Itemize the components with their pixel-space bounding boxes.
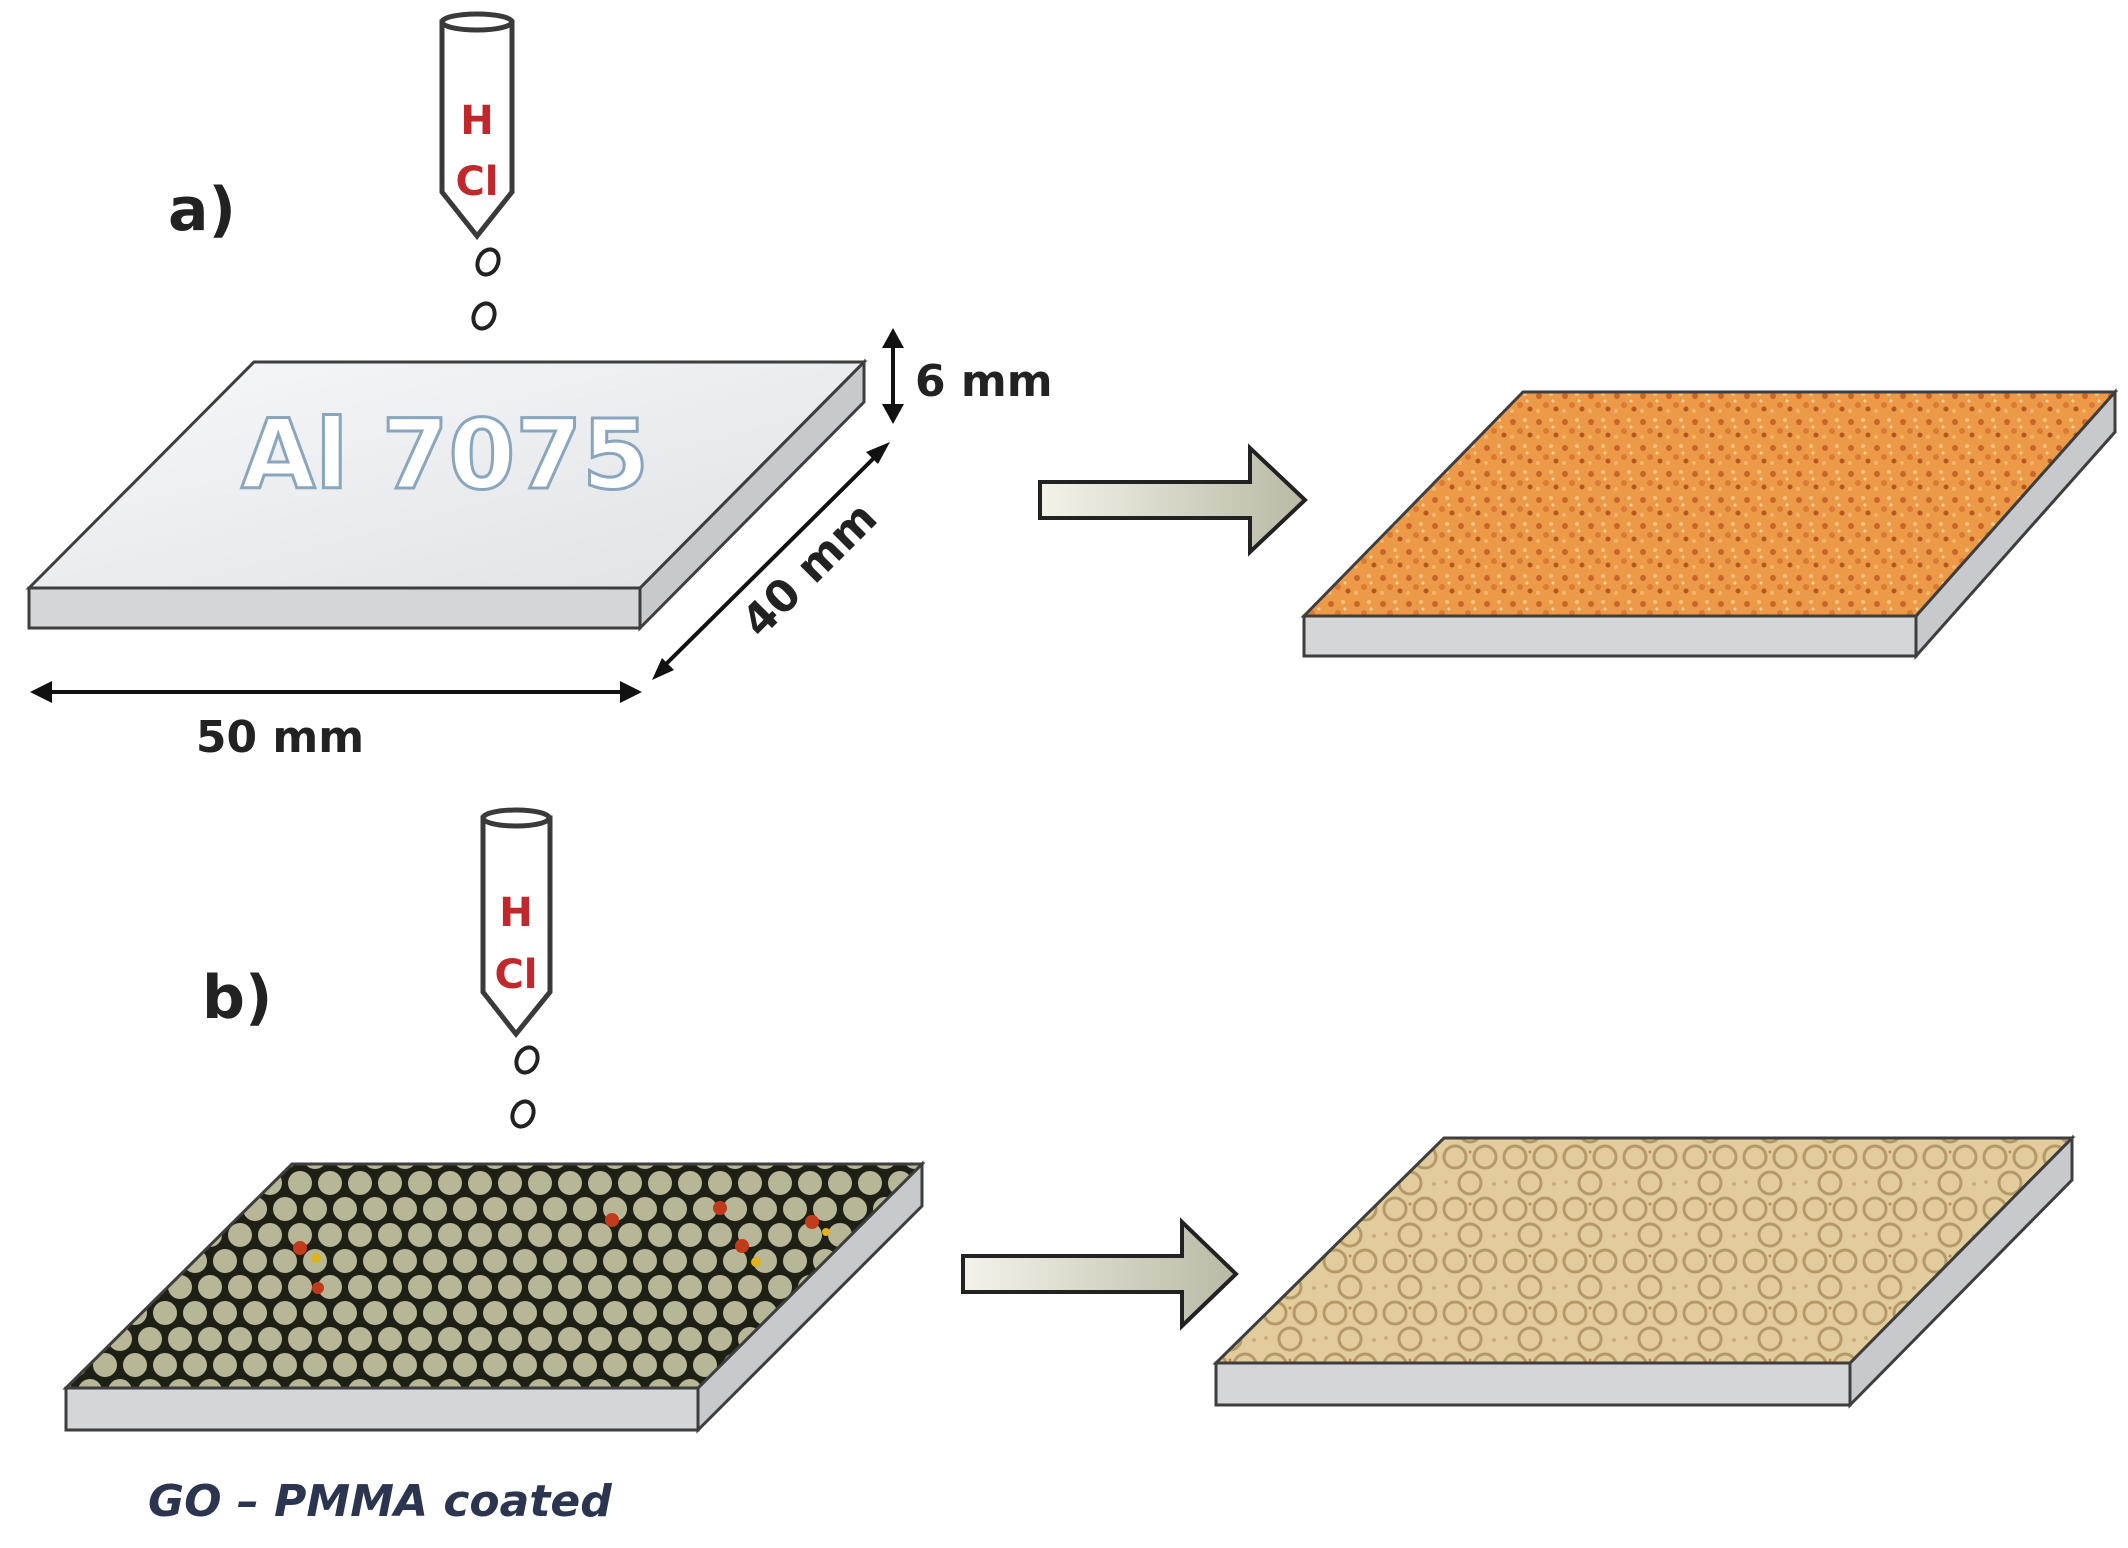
coating-caption: GO – PMMA coated (148, 1476, 612, 1527)
dim-depth (652, 442, 890, 680)
process-arrow-b (961, 1217, 1239, 1331)
panel-a-label: a) (168, 175, 236, 245)
plate-corroded-bare (1300, 388, 2119, 660)
pipette-b: H Cl (480, 807, 553, 1039)
drop-a1 (475, 247, 501, 277)
drop-b2 (510, 1099, 536, 1129)
plate-corroded-coated (1212, 1134, 2076, 1409)
reagent-text-b-top: H (499, 890, 532, 936)
reagent-text-a-bottom: Cl (455, 159, 498, 205)
thickness-label: 6 mm (915, 356, 1053, 407)
plate-go-pmma-coated (62, 1160, 926, 1434)
drop-b1 (514, 1045, 540, 1075)
pipette-a: H Cl (439, 11, 515, 241)
panel-b-label: b) (202, 963, 272, 1033)
process-arrow-a (1038, 443, 1308, 557)
dim-width (30, 681, 642, 703)
drop-a2 (471, 301, 497, 331)
plate-al7075: Al 7075 (25, 358, 868, 632)
width-label: 50 mm (196, 712, 364, 763)
depth-label: 40 mm (732, 492, 887, 647)
reagent-text-a-top: H (460, 98, 493, 144)
reagent-text-b-bottom: Cl (494, 952, 537, 998)
dim-thickness (882, 328, 904, 424)
reaction-spots (293, 1201, 830, 1294)
plate-label: Al 7075 (241, 399, 649, 511)
